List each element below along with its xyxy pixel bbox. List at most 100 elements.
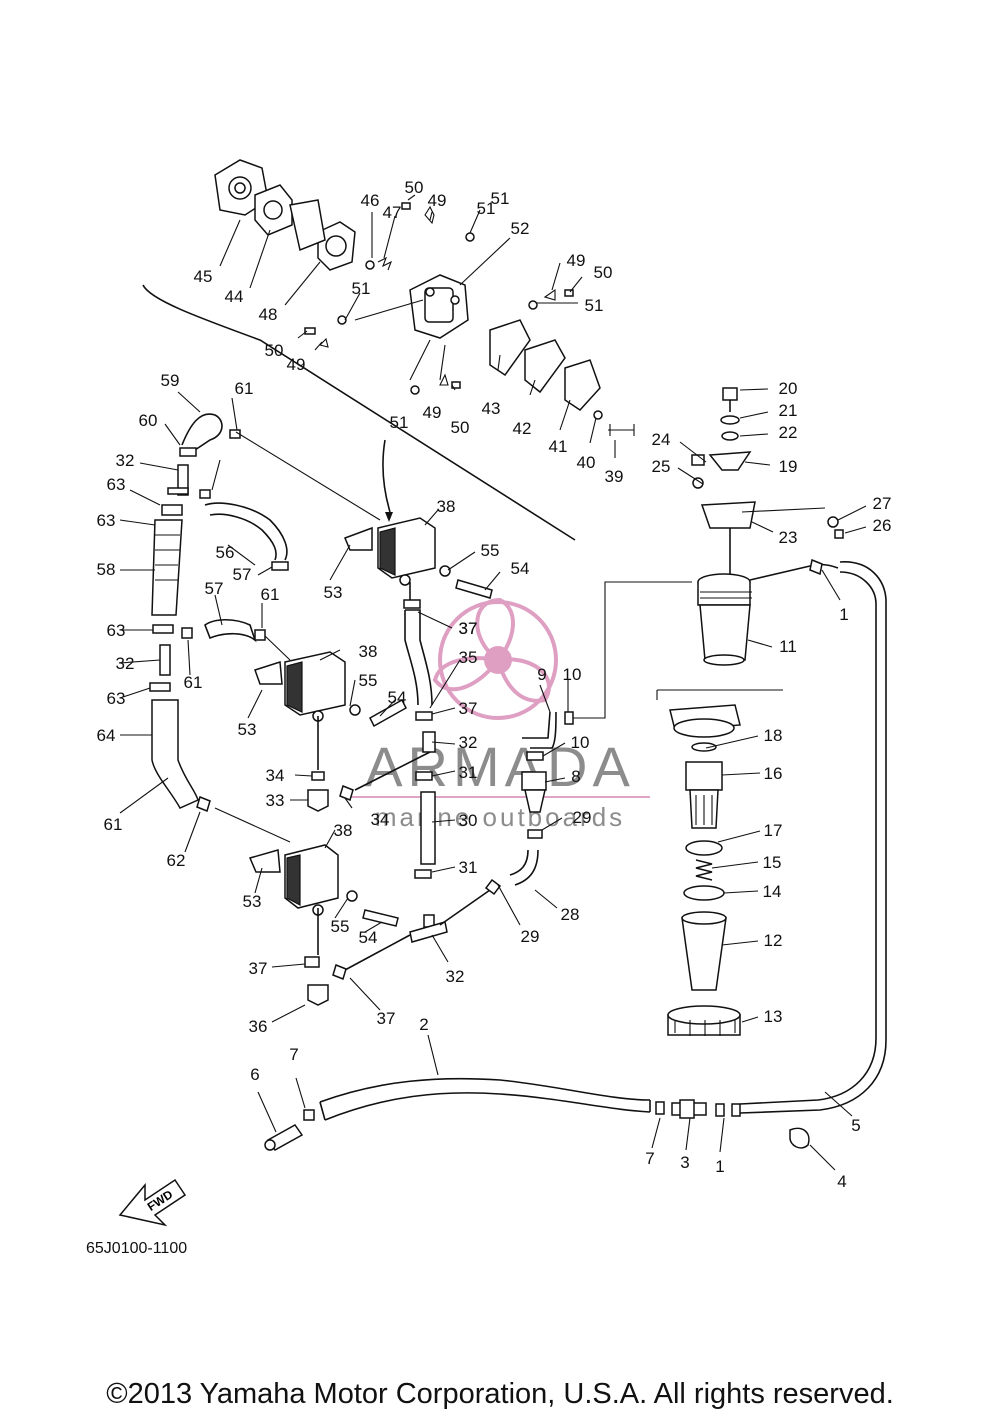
- callout-61: 61: [261, 585, 280, 604]
- callout-54: 54: [388, 688, 407, 707]
- callout-45: 45: [194, 267, 213, 286]
- fuel-hose-2: [319, 1077, 651, 1103]
- callout-26: 26: [873, 516, 892, 535]
- callout-22: 22: [779, 423, 798, 442]
- diagram-code: 65J0100-1100: [86, 1240, 188, 1257]
- filter-line-to-10: [572, 581, 692, 719]
- callout-32: 32: [116, 654, 135, 673]
- callout-38: 38: [334, 821, 353, 840]
- callout-32: 32: [446, 967, 465, 986]
- callout-63: 63: [97, 511, 116, 530]
- callout-16: 16: [764, 764, 783, 783]
- fwd-arrow: FWD: [118, 1178, 187, 1227]
- callout-13: 13: [764, 1007, 783, 1026]
- callout-57: 57: [205, 579, 224, 598]
- callout-57: 57: [233, 565, 252, 584]
- fuel-pump-38-lower: [248, 844, 339, 916]
- callout-47: 47: [383, 203, 402, 222]
- callout-53: 53: [238, 720, 257, 739]
- callout-18: 18: [764, 726, 783, 745]
- callout-49: 49: [287, 355, 306, 374]
- callout-34: 34: [371, 810, 390, 829]
- callout-51: 51: [585, 296, 604, 315]
- pump-gasket-44: [254, 184, 293, 236]
- callout-50: 50: [405, 178, 424, 197]
- callout-30: 30: [459, 811, 478, 830]
- callout-9: 9: [537, 665, 546, 684]
- callout-43: 43: [482, 399, 501, 418]
- callout-31: 31: [459, 858, 478, 877]
- callout-32: 32: [459, 733, 478, 752]
- callout-20: 20: [779, 379, 798, 398]
- callout-37: 37: [459, 619, 478, 638]
- pump-plate-42: [524, 339, 566, 394]
- callout-51: 51: [352, 279, 371, 298]
- section-divider-arrow: [382, 439, 391, 513]
- callout-11: 11: [779, 637, 797, 656]
- callout-41: 41: [549, 437, 568, 456]
- pump-plate-43: [489, 319, 531, 377]
- pump-hardware: [304, 202, 635, 436]
- callout-62: 62: [167, 851, 186, 870]
- callout-35: 35: [459, 648, 478, 667]
- callout-25: 25: [652, 457, 671, 476]
- callout-64: 64: [97, 726, 116, 745]
- callout-24: 24: [652, 430, 671, 449]
- callout-10: 10: [571, 733, 590, 752]
- callout-1: 1: [839, 605, 848, 624]
- fuel-hose-5: [739, 561, 887, 1114]
- callout-27: 27: [873, 494, 892, 513]
- callout-34: 34: [266, 766, 285, 785]
- callout-55: 55: [359, 671, 378, 690]
- callout-3: 3: [680, 1153, 689, 1172]
- callout-49: 49: [567, 251, 586, 270]
- callout-40: 40: [577, 453, 596, 472]
- watermark-logo: [432, 597, 558, 720]
- callout-50: 50: [594, 263, 613, 282]
- callout-50: 50: [265, 341, 284, 360]
- callout-59: 59: [161, 371, 180, 390]
- hose-connector-3: [671, 1099, 707, 1119]
- callout-60: 60: [139, 411, 158, 430]
- callout-51: 51: [491, 189, 510, 208]
- callout-31: 31: [459, 763, 478, 782]
- callout-37: 37: [459, 699, 478, 718]
- callout-48: 48: [259, 305, 278, 324]
- callout-56: 56: [216, 543, 235, 562]
- callout-61: 61: [104, 815, 123, 834]
- callout-37: 37: [249, 959, 268, 978]
- callout-7: 7: [645, 1149, 654, 1168]
- callout-37: 37: [377, 1009, 396, 1028]
- callout-49: 49: [423, 403, 442, 422]
- filter-bracket-hardware: [691, 387, 844, 575]
- pump-diaphragm-plate: [289, 199, 326, 252]
- callout-1: 1: [715, 1157, 724, 1176]
- pump-gasket-48: [317, 221, 356, 271]
- callout-5: 5: [851, 1116, 860, 1135]
- callout-63: 63: [107, 689, 126, 708]
- callout-61: 61: [184, 673, 203, 692]
- callout-19: 19: [779, 457, 798, 476]
- callout-61: 61: [235, 379, 254, 398]
- pump-body-52: [409, 274, 469, 339]
- callout-7: 7: [289, 1045, 298, 1064]
- callout-32: 32: [116, 451, 135, 470]
- callout-29: 29: [573, 808, 592, 827]
- callout-55: 55: [481, 541, 500, 560]
- callout-33: 33: [266, 791, 285, 810]
- fuel-pump-38-upper: [344, 517, 436, 586]
- callout-38: 38: [437, 497, 456, 516]
- callout-52: 52: [511, 219, 530, 238]
- fitting-6: [264, 1124, 304, 1151]
- callout-23: 23: [779, 528, 798, 547]
- callout-42: 42: [513, 419, 532, 438]
- callout-63: 63: [107, 621, 126, 640]
- callout-58: 58: [97, 560, 116, 579]
- callout-39: 39: [605, 467, 624, 486]
- callout-53: 53: [243, 892, 262, 911]
- callout-49: 49: [428, 191, 447, 210]
- watermark-title: ARMADA: [365, 735, 635, 798]
- callout-28: 28: [561, 905, 580, 924]
- callout-12: 12: [764, 931, 783, 950]
- watermark-subtitle: marine outboards: [375, 802, 625, 832]
